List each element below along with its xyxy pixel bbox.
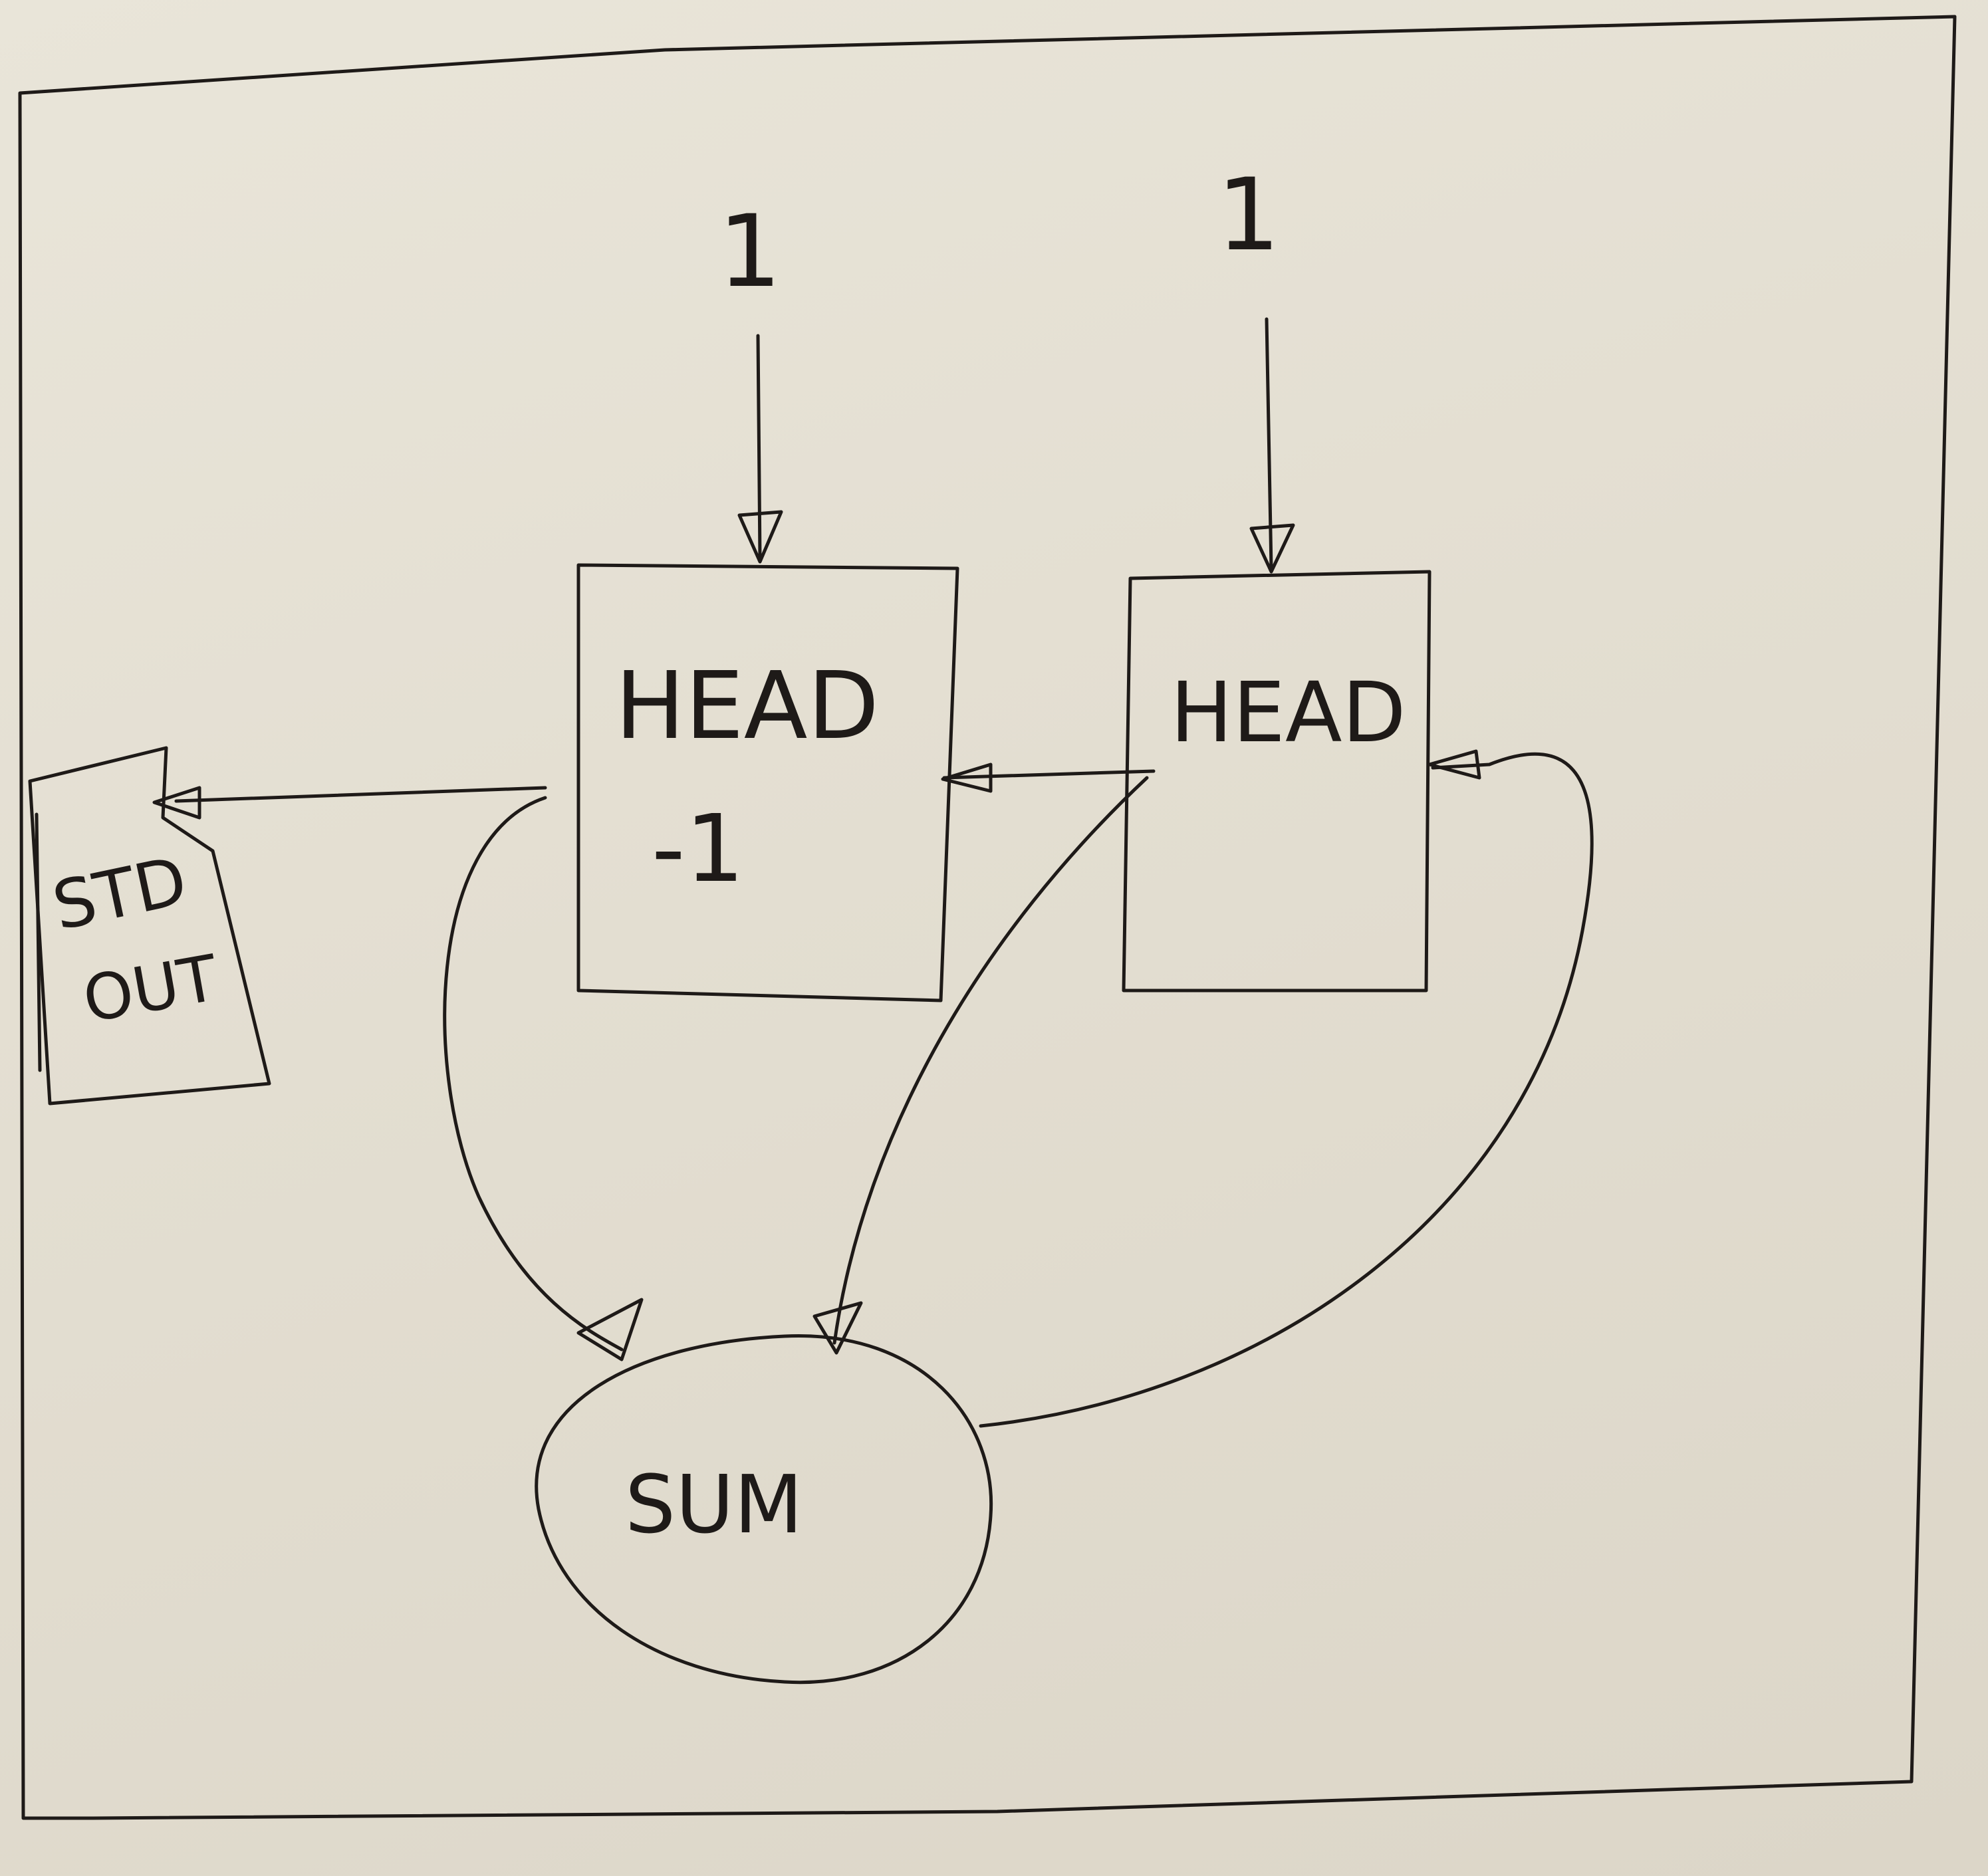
arrowhead-std-out <box>152 786 201 820</box>
arrow-head-to-sum <box>832 776 1149 1345</box>
outer-frame <box>18 15 1957 1820</box>
arrowhead-input-left <box>737 510 783 564</box>
arrow-head-minus-one-to-sum <box>443 796 624 1351</box>
head-minus-one-offset-label: -1 <box>652 795 745 903</box>
input-left-label: 1 <box>718 194 781 310</box>
arrow-head-minus-one-to-std-out <box>174 786 547 803</box>
head-box <box>1122 570 1431 993</box>
head-minus-one-box <box>576 563 959 1002</box>
arrow-input-right-to-head <box>1265 317 1273 570</box>
arrowhead-head-minus-one-to-sum <box>576 1298 644 1361</box>
arrowhead-sum-to-head <box>1428 749 1481 780</box>
head-label: HEAD <box>1170 665 1406 761</box>
std-out-box-edge <box>35 812 42 1072</box>
std-out-label-line1: STD <box>46 842 193 945</box>
std-out-label-line2: OUT <box>78 942 223 1038</box>
arrowhead-head-to-head-minus-one <box>941 762 993 793</box>
input-right-label: 1 <box>1217 158 1280 273</box>
arrowhead-head-to-sum <box>812 1301 863 1355</box>
sum-label: SUM <box>625 1459 803 1552</box>
arrow-head-to-head-minus-one <box>942 769 1156 780</box>
arrow-input-left-to-head-minus-one <box>756 334 762 560</box>
sum-node <box>535 1334 993 1685</box>
std-out-box <box>28 746 271 1106</box>
head-minus-one-label: HEAD <box>615 652 879 761</box>
arrowhead-input-right <box>1249 523 1295 574</box>
arrow-sum-to-head <box>979 752 1594 1428</box>
